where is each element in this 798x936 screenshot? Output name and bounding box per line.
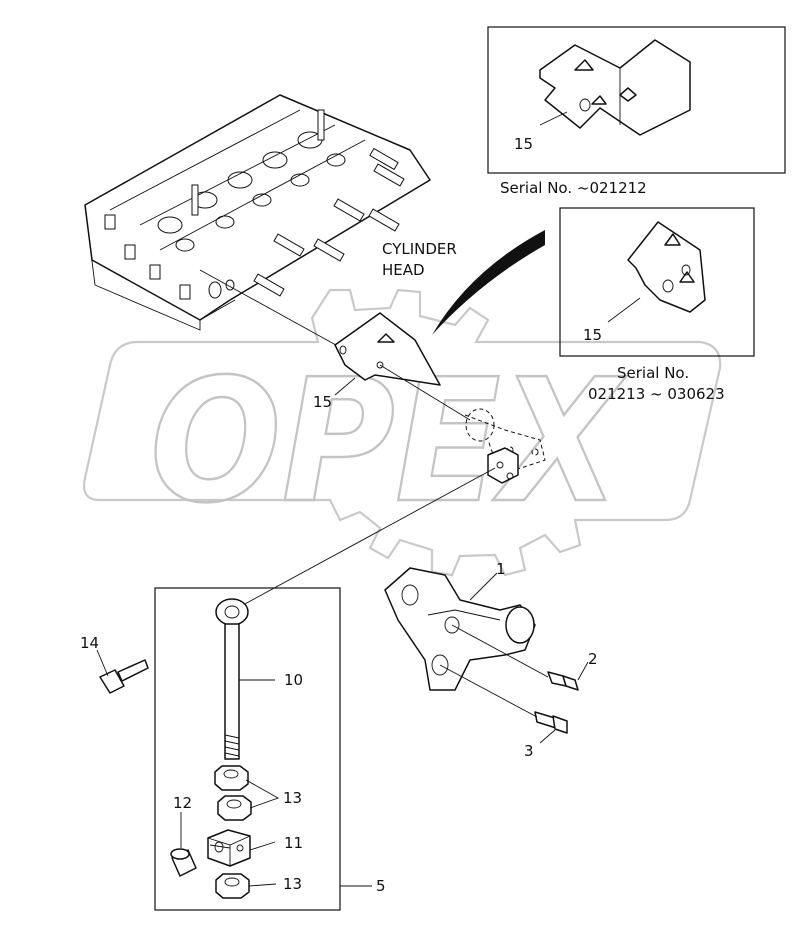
bolt-3	[534, 711, 568, 734]
cylinder-head-label-2: HEAD	[382, 261, 425, 279]
eye-bolt-10	[215, 598, 249, 760]
leader-bracket-to-mount	[379, 364, 471, 421]
callout-2: 2	[588, 650, 598, 668]
leader-head-to-bracket	[199, 269, 346, 351]
callout-13b: 13	[283, 875, 302, 893]
leader-14	[96, 649, 109, 677]
bracket-15	[334, 312, 441, 396]
callout-5: 5	[376, 877, 386, 895]
inset-bracket-later	[559, 207, 755, 357]
callout-15-main: 15	[313, 393, 332, 411]
nut-13-upper	[214, 765, 249, 791]
clamp-block-mounted	[487, 447, 519, 484]
leader-bolt-2	[451, 624, 549, 678]
inset-pointer-arrow	[432, 230, 545, 335]
callout-12: 12	[173, 794, 192, 812]
leader-11	[249, 841, 276, 851]
watermark-gear	[82, 288, 722, 577]
serial-range-1: Serial No. ~021212	[500, 179, 647, 197]
leader-2	[577, 661, 589, 681]
nut-13-bottom	[215, 873, 250, 899]
leader-bolt-3	[439, 664, 538, 718]
inset-bracket-early	[487, 26, 786, 174]
callout-3: 3	[524, 742, 534, 760]
leader-1	[469, 572, 498, 601]
bolt-14	[99, 659, 149, 694]
collar-12	[170, 848, 197, 877]
leader-rod-to-block-11	[209, 844, 231, 849]
callout-15-inset2: 15	[583, 326, 602, 344]
leader-13b	[248, 883, 277, 887]
cylinder-head	[84, 94, 431, 331]
callout-10: 10	[284, 671, 303, 689]
leader-3	[539, 729, 556, 744]
callout-14: 14	[80, 634, 99, 652]
callout-13a: 13	[283, 789, 302, 807]
serial-range-2-values: 021213 ~ 030623	[588, 385, 725, 403]
nut-13-lower	[217, 795, 252, 821]
kit-box-5	[154, 587, 341, 911]
leader-13a	[245, 779, 280, 809]
callout-15-inset1: 15	[514, 135, 533, 153]
callout-1: 1	[496, 560, 506, 578]
leader-rod-to-block	[242, 467, 496, 606]
bolt-2	[547, 671, 579, 691]
serial-range-2-title: Serial No.	[617, 364, 689, 382]
callout-11: 11	[284, 834, 303, 852]
cylinder-head-label-1: CYLINDER	[382, 240, 457, 258]
